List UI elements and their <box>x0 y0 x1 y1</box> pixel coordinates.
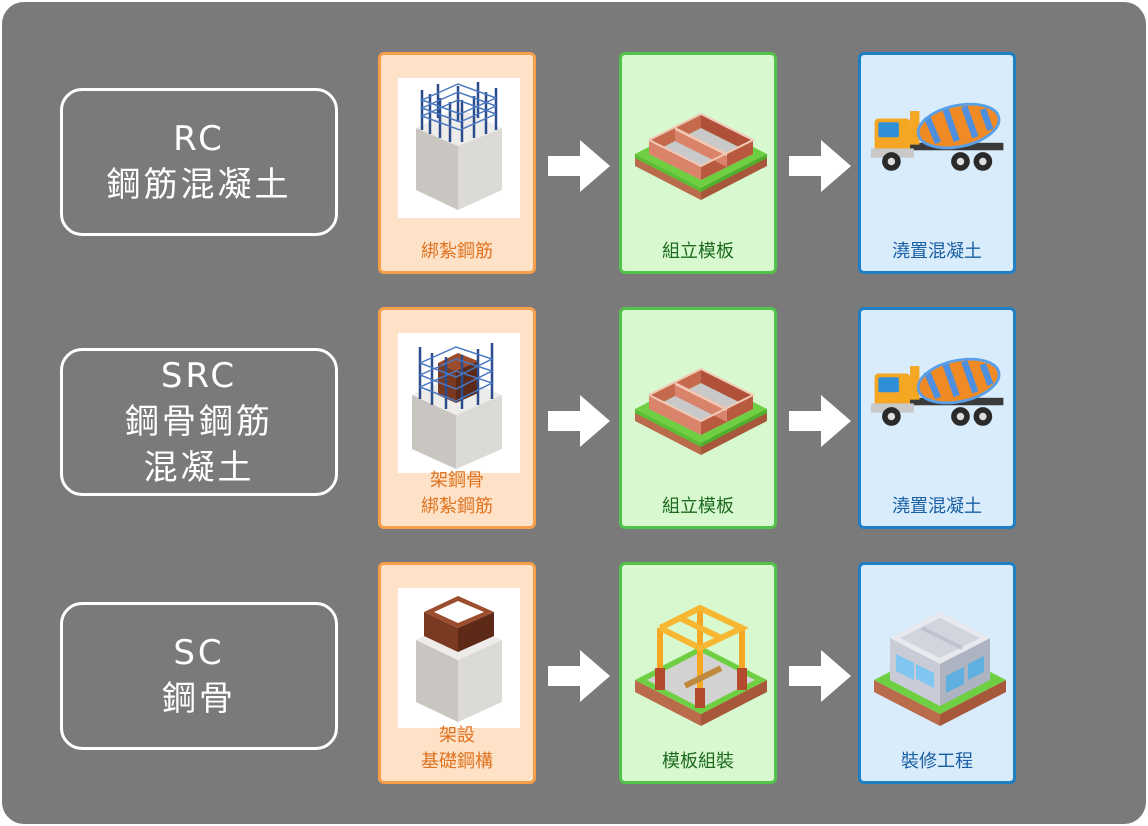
step-card-finishing: 裝修工程 <box>858 562 1016 784</box>
arrow-right-icon <box>548 140 610 192</box>
step-caption: 架鋼骨 綁紮鋼筋 <box>381 468 533 520</box>
arrow-right-icon <box>789 650 851 702</box>
step-card-formwork: 組立模板 <box>619 52 777 274</box>
method-label-rc: RC 鋼筋混凝土 <box>60 88 338 236</box>
method-label-sc: SC 鋼骨 <box>60 602 338 750</box>
step-caption: 澆置混凝土 <box>861 494 1013 520</box>
step-caption-line: 模板組裝 <box>662 751 734 772</box>
formwork-icon <box>639 78 761 218</box>
method-label-line: 混凝土 <box>143 448 255 488</box>
step-card-formwork: 組立模板 <box>619 307 777 529</box>
step-caption-line: 架設 <box>439 725 475 746</box>
step-card-pour-concrete: 澆置混凝土 <box>858 52 1016 274</box>
step-caption: 綁紮鋼筋 <box>381 239 533 265</box>
steel-base-column-icon <box>398 588 520 728</box>
method-label-line: 鋼骨 <box>162 679 236 719</box>
method-label-line: SC <box>173 633 225 673</box>
method-label-line: 鋼筋混凝土 <box>106 165 292 205</box>
step-card-steel-base: 架設 基礎鋼構 <box>378 562 536 784</box>
method-label-line: RC <box>173 119 225 159</box>
step-caption: 組立模板 <box>622 494 774 520</box>
step-caption: 組立模板 <box>622 239 774 265</box>
step-caption-line: 組立模板 <box>662 496 734 517</box>
method-label-line: 鋼骨鋼筋 <box>125 402 273 442</box>
step-card-steel-rebar: 架鋼骨 綁紮鋼筋 <box>378 307 536 529</box>
step-card-rebar: 綁紮鋼筋 <box>378 52 536 274</box>
step-caption-line: 組立模板 <box>662 241 734 262</box>
finished-building-icon <box>874 588 1006 728</box>
arrow-right-icon <box>548 395 610 447</box>
method-label-line: SRC <box>160 356 238 396</box>
steel-rebar-column-icon <box>398 333 520 473</box>
step-caption: 裝修工程 <box>861 749 1013 775</box>
step-caption-line: 澆置混凝土 <box>892 496 982 517</box>
step-caption-line: 裝修工程 <box>901 751 973 772</box>
method-label-src: SRC 鋼骨鋼筋 混凝土 <box>60 348 338 496</box>
concrete-mixer-truck-icon <box>869 95 1009 185</box>
step-caption-line: 基礎鋼構 <box>421 751 493 772</box>
arrow-right-icon <box>789 140 851 192</box>
step-caption: 架設 基礎鋼構 <box>381 723 533 775</box>
steel-frame-icon <box>635 588 767 728</box>
step-card-steel-frame: 模板組裝 <box>619 562 777 784</box>
step-caption-line: 綁紮鋼筋 <box>421 496 493 517</box>
concrete-mixer-truck-icon <box>869 350 1009 440</box>
arrow-right-icon <box>548 650 610 702</box>
step-caption-line: 澆置混凝土 <box>892 241 982 262</box>
step-caption-line: 架鋼骨 <box>430 470 484 491</box>
step-caption: 澆置混凝土 <box>861 239 1013 265</box>
formwork-icon <box>639 333 761 473</box>
step-card-pour-concrete: 澆置混凝土 <box>858 307 1016 529</box>
arrow-right-icon <box>789 395 851 447</box>
step-caption: 模板組裝 <box>622 749 774 775</box>
step-caption-line: 綁紮鋼筋 <box>421 241 493 262</box>
rebar-column-icon <box>398 78 520 218</box>
